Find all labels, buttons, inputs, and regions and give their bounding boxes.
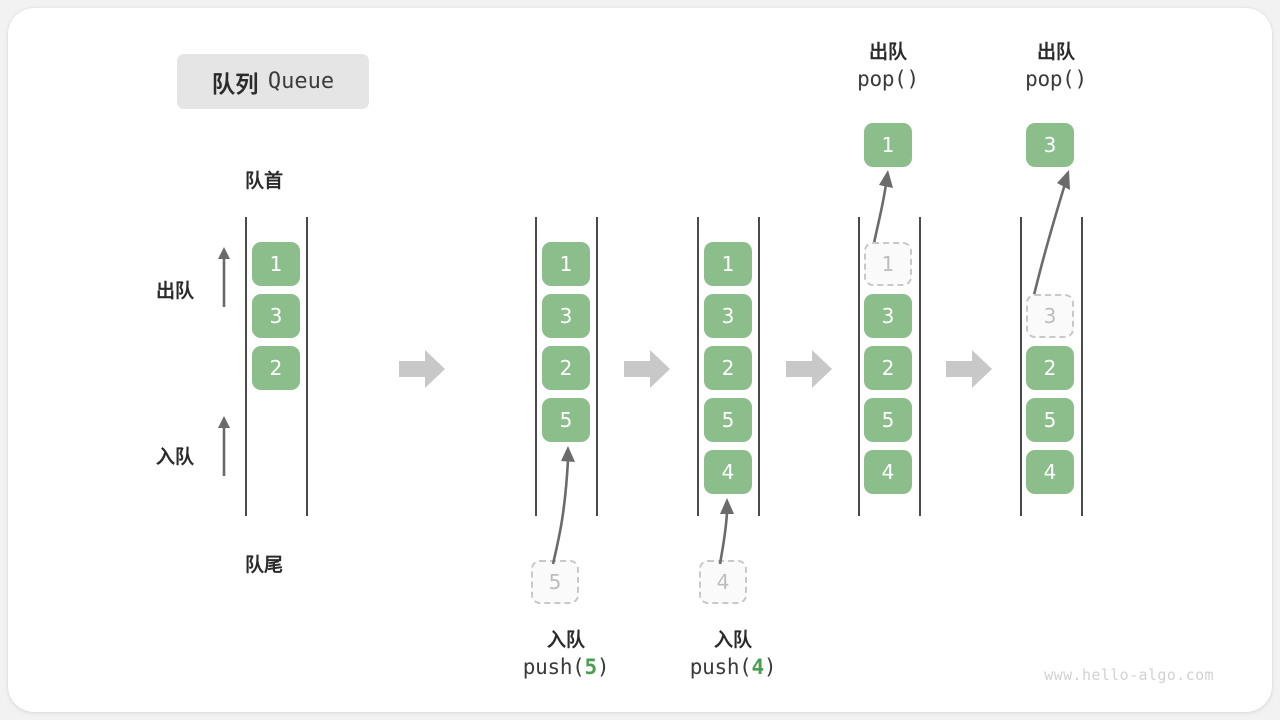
queue-cell: 3 [864, 294, 912, 338]
push-5-caption: 入队 push(5) [486, 628, 646, 682]
title-english: Queue [267, 69, 335, 94]
queue-cell: 2 [542, 346, 590, 390]
step-arrow-icon [624, 350, 670, 388]
caption-arg: 5 [584, 655, 598, 680]
caption-line-1: 入队 [713, 630, 752, 651]
queue-cell: 3 [252, 294, 300, 338]
caption-line-1: 入队 [546, 630, 585, 651]
queue-rail-right-2 [596, 217, 598, 516]
queue-rail-right-1 [306, 217, 308, 516]
queue-cell: 2 [252, 346, 300, 390]
pop-1-caption: 出队 pop() [808, 40, 968, 94]
caption-line-1: 出队 [1036, 42, 1075, 63]
incoming-ghost-cell: 5 [531, 560, 579, 604]
diagram-card: 队列 Queue 队首 队尾 出队 入队 1 3 2 1 3 2 [8, 8, 1272, 712]
popped-cell: 1 [864, 123, 912, 167]
enqueue-direction-label: 入队 [156, 447, 195, 468]
removed-ghost-cell: 1 [864, 242, 912, 286]
queue-cell: 1 [252, 242, 300, 286]
push-4-caption: 入队 push(4) [653, 628, 813, 682]
caption-line-2: pop() [857, 67, 919, 92]
queue-cell: 1 [704, 242, 752, 286]
dequeue-up-arrow-icon [218, 247, 230, 307]
step-arrow-icon [786, 350, 832, 388]
caption-line-1: 出队 [868, 42, 907, 63]
push-arrow-icon [718, 498, 734, 565]
queue-cell: 3 [704, 294, 752, 338]
queue-cell: 2 [864, 346, 912, 390]
caption-line-2: push(5) [486, 653, 646, 681]
caption-line-2: pop() [1025, 67, 1087, 92]
queue-cell-new: 4 [704, 450, 752, 494]
queue-cell: 4 [1026, 450, 1074, 494]
queue-cell: 4 [864, 450, 912, 494]
queue-rail-left-1 [245, 217, 247, 516]
incoming-ghost-cell: 4 [699, 560, 747, 604]
queue-cell: 3 [542, 294, 590, 338]
enqueue-up-arrow-icon [218, 416, 230, 476]
caption-line-2: push(4) [653, 653, 813, 681]
removed-ghost-cell: 3 [1026, 294, 1074, 338]
caption-fn: push( [689, 655, 752, 680]
queue-cell: 2 [1026, 346, 1074, 390]
queue-cell: 5 [1026, 398, 1074, 442]
queue-rail-right-5 [1081, 217, 1083, 516]
queue-rail-left-5 [1020, 217, 1022, 516]
queue-rail-left-3 [697, 217, 699, 516]
caption-close: ) [596, 655, 610, 680]
popped-cell: 3 [1026, 123, 1074, 167]
queue-rail-right-3 [758, 217, 760, 516]
queue-cell: 5 [864, 398, 912, 442]
caption-fn: push( [522, 655, 585, 680]
queue-cell: 2 [704, 346, 752, 390]
queue-rail-left-4 [858, 217, 860, 516]
queue-rail-right-4 [919, 217, 921, 516]
dequeue-direction-label: 出队 [156, 281, 195, 302]
title-badge: 队列 Queue [177, 54, 369, 109]
pop-3-caption: 出队 pop() [976, 40, 1136, 94]
rear-label: 队尾 [245, 555, 284, 576]
queue-cell-new: 5 [542, 398, 590, 442]
caption-close: ) [763, 655, 777, 680]
step-arrow-icon [946, 350, 992, 388]
step-arrow-icon [399, 350, 445, 388]
queue-cell: 5 [704, 398, 752, 442]
title-chinese: 队列 [211, 70, 259, 97]
queue-rail-left-2 [535, 217, 537, 516]
queue-cell: 1 [542, 242, 590, 286]
caption-arg: 4 [751, 655, 765, 680]
watermark: www.hello-algo.com [1044, 666, 1214, 684]
front-label: 队首 [245, 171, 284, 192]
